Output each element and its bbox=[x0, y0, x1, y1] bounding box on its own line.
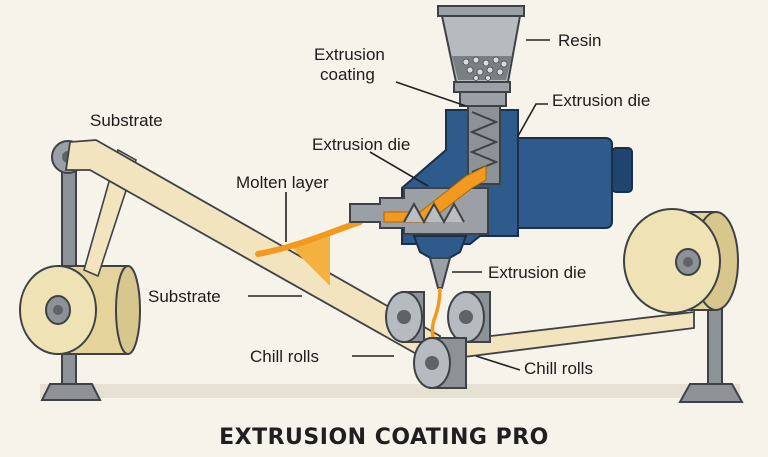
label-chill-rolls-right: Chill rolls bbox=[524, 359, 593, 378]
chill-roll-bottom bbox=[413, 337, 467, 389]
molten-layer-wedge bbox=[288, 236, 330, 286]
resin-hopper bbox=[437, 5, 525, 93]
unwind-roll bbox=[19, 265, 141, 355]
label-extrusion-die-top: Extrusion die bbox=[552, 91, 650, 110]
chill-rolls bbox=[385, 291, 491, 389]
label-resin: Resin bbox=[558, 31, 601, 50]
label-substrate-top: Substrate bbox=[90, 111, 163, 130]
label-extrusion-die-low: Extrusion die bbox=[488, 263, 586, 282]
label-substrate-mid: Substrate bbox=[148, 287, 221, 306]
chill-roll-left bbox=[385, 291, 425, 343]
label-chill-rolls-left: Chill rolls bbox=[250, 347, 319, 366]
extruder-machine bbox=[349, 89, 633, 343]
chill-roll-right bbox=[447, 291, 491, 343]
label-extrusion-coating-line2: coating bbox=[320, 65, 375, 84]
label-extrusion-coating-line1: Extrusion bbox=[314, 45, 385, 64]
leader-lines bbox=[248, 39, 550, 371]
rewind-roll bbox=[623, 208, 739, 314]
floor-shadow bbox=[40, 384, 740, 398]
label-molten-layer: Molten layer bbox=[236, 173, 329, 192]
label-extrusion-die-mid: Extrusion die bbox=[312, 135, 410, 154]
diagram-title: EXTRUSION COATING PRO bbox=[219, 425, 549, 450]
molten-layer-stream bbox=[255, 219, 363, 257]
